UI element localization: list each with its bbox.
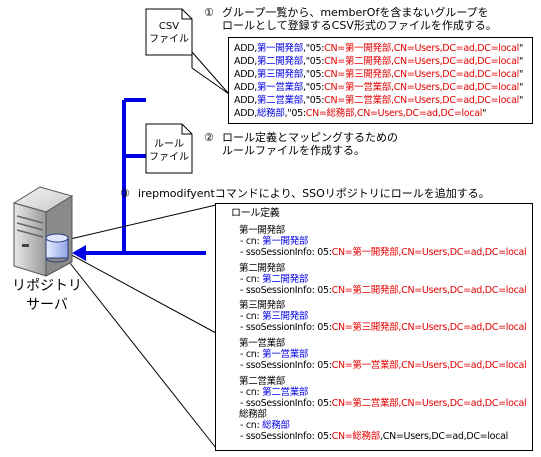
step1-line2: ロールとして登録するCSV形式のファイルを作成する。 (222, 19, 497, 32)
rule-file-label-line1: ルール (154, 139, 184, 150)
csv-line: ADD,第一開発部,"05:CN=第一開発部,CN=Users,DC=ad,DC… (234, 43, 524, 54)
role-sso: - ssoSessionInfo: 05:CN=第一開発部,CN=Users,D… (240, 247, 527, 258)
rule-file-label-line2: ファイル (149, 152, 189, 163)
role-root-label: ロール定義 (231, 208, 280, 219)
server-label: リポジトリ サーバ (12, 277, 82, 315)
server-label-line2: サーバ (26, 297, 68, 313)
step1-description: ① グループ一覧から、memberOfを含まないグループを ロールとして登録するC… (204, 6, 497, 32)
role-sso: - ssoSessionInfo: 05:CN=第一営業部,CN=Users,D… (240, 360, 527, 371)
role-name: 総務部 (239, 409, 267, 420)
role-sso: - ssoSessionInfo: 05:CN=第二開発部,CN=Users,D… (240, 285, 527, 296)
step1-line1: グループ一覧から、memberOfを含まないグループを (222, 6, 489, 19)
arrow-head (72, 245, 86, 261)
role-cn: - cn: 第二営業部 (240, 387, 309, 398)
csv-line: ADD,第二営業部,"05:CN=第二営業部,CN=Users,DC=ad,DC… (234, 95, 524, 106)
csv-line: ADD,第一営業部,"05:CN=第一営業部,CN=Users,DC=ad,DC… (234, 82, 524, 93)
role-name: 第一開発部 (239, 225, 286, 236)
csv-line: ADD,総務部,"05:CN=総務部,CN=Users,DC=ad,DC=loc… (234, 108, 487, 119)
step2-description: ② ロール定義とマッピングするための ルールファイルを作成する。 (204, 131, 398, 157)
role-name: 第二開発部 (239, 263, 286, 274)
step3-description: ③ irepmodifyentコマンドにより、SSOリポジトリにロールを追加する。 (120, 187, 490, 200)
csv-file-label-line1: CSV (158, 21, 180, 32)
step3-text: irepmodifyentコマンドにより、SSOリポジトリにロールを追加する。 (138, 187, 490, 200)
csv-line: ADD,第三開発部,"05:CN=第三開発部,CN=Users,DC=ad,DC… (234, 69, 524, 80)
csv-line: ADD,第二開発部,"05:CN=第二開発部,CN=Users,DC=ad,DC… (234, 56, 524, 67)
csv-callout-pointer (191, 50, 230, 95)
csv-file-label-line2: ファイル (149, 34, 189, 45)
role-name: 第三開発部 (239, 300, 286, 311)
step1-number: ① (204, 6, 214, 19)
role-callout-lines (65, 204, 217, 449)
role-cn: - cn: 総務部 (240, 420, 290, 431)
step2-line2: ルールファイルを作成する。 (222, 144, 365, 157)
rule-file-label: ルール ファイル (143, 138, 195, 164)
csv-content-box: ADD,第一開発部,"05:CN=第一開発部,CN=Users,DC=ad,DC… (228, 37, 533, 124)
step2-line1: ロール定義とマッピングするための (222, 131, 398, 144)
role-name: 第一営業部 (239, 338, 286, 349)
database-icon (45, 233, 69, 263)
role-cn: - cn: 第三開発部 (240, 311, 309, 322)
role-definition-box (215, 203, 533, 451)
step3-number: ③ (120, 187, 130, 200)
step2-number: ② (204, 131, 214, 144)
role-sso: - ssoSessionInfo: 05:CN=総務部,CN=Users,DC=… (240, 431, 508, 442)
server-icon (12, 186, 74, 277)
csv-file-label: CSV ファイル (143, 20, 195, 46)
role-cn: - cn: 第一営業部 (240, 349, 309, 360)
role-sso: - ssoSessionInfo: 05:CN=第二営業部,CN=Users,D… (240, 398, 527, 409)
role-sso: - ssoSessionInfo: 05:CN=第三開発部,CN=Users,D… (240, 322, 527, 333)
server-label-line1: リポジトリ (12, 278, 82, 294)
role-cn: - cn: 第二開発部 (240, 274, 309, 285)
role-cn: - cn: 第一開発部 (240, 236, 309, 247)
csv-file-icon (145, 8, 193, 56)
blue-connector (122, 98, 206, 255)
rule-file-icon (145, 123, 193, 174)
role-name: 第二営業部 (239, 376, 286, 387)
